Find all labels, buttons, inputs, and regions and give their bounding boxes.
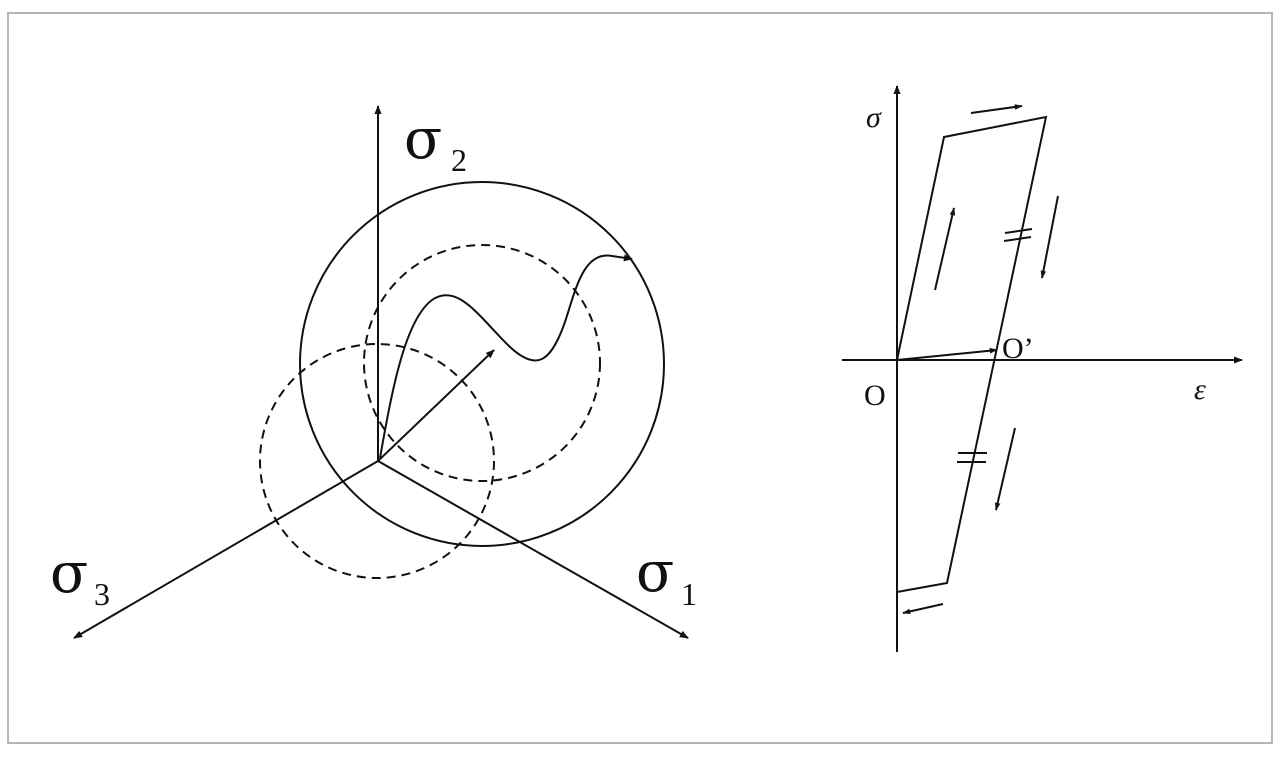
stress-strain-diagram [842, 85, 1243, 652]
svg-text:1: 1 [681, 576, 697, 612]
offset-vector [896, 347, 998, 361]
direction-arrow-unloading-lower [994, 427, 1016, 511]
sigma2-label: σ 2 [404, 107, 467, 178]
yield-surface-dashed-circle-upper [363, 244, 601, 482]
yield-surface-dashed-circle-lower [259, 343, 495, 579]
svg-text:σ: σ [636, 540, 674, 605]
loading-path-curve [379, 254, 633, 459]
figure-frame [7, 12, 1273, 744]
direction-arrow-unloading-upper [1040, 195, 1059, 279]
stress-axis-label: σ [866, 101, 882, 134]
stress-space-diagram [73, 105, 689, 639]
shifted-origin-label: O’ [1002, 332, 1034, 365]
origin-label: O [864, 379, 886, 412]
svg-text:2: 2 [451, 142, 467, 178]
sigma3-label: σ 3 [50, 541, 110, 612]
direction-arrow-top [970, 104, 1023, 114]
direction-arrow-bottom [902, 603, 944, 615]
svg-text:σ: σ [50, 541, 88, 606]
yield-surface-solid-circle [299, 181, 665, 547]
equal-slope-tick-upper-1 [1004, 228, 1033, 234]
back-stress-vector [377, 349, 495, 462]
strain-axis-label: ε [1194, 373, 1206, 406]
sigma1-axis [377, 460, 689, 639]
equal-slope-tick-upper-2 [1003, 236, 1032, 242]
sigma1-label: σ 1 [636, 540, 697, 612]
sigma3-axis [73, 460, 379, 639]
svg-text:σ: σ [404, 107, 442, 172]
direction-arrow-loading [934, 207, 956, 291]
hysteresis-loop [896, 115, 1048, 593]
svg-text:3: 3 [94, 576, 110, 612]
